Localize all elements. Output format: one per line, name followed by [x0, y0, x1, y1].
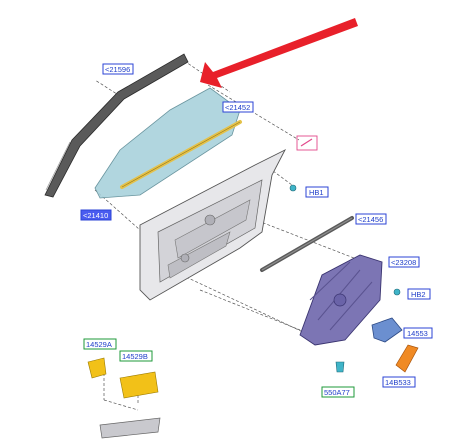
window-motor [371, 317, 403, 343]
window-frame-rail [44, 53, 189, 198]
hinge-block [395, 344, 419, 373]
label-14b533: 14B533 [382, 376, 416, 388]
label-21456: <21456 [355, 213, 387, 225]
svg-text:<21456: <21456 [358, 215, 383, 224]
svg-text:14529B: 14529B [122, 352, 148, 361]
label-14529b: 14529B [119, 350, 153, 362]
svg-text:<21596: <21596 [105, 65, 130, 74]
svg-text:14529A: 14529A [86, 340, 112, 349]
label-23208: <23208 [388, 256, 420, 268]
label-hb1: HB1 [305, 186, 329, 198]
label-21596: <21596 [102, 63, 134, 75]
svg-text:HB2: HB2 [411, 290, 426, 299]
label-14529a: 14529A [83, 338, 117, 350]
door-panel [139, 148, 287, 301]
label-14553: 14553 [403, 327, 433, 339]
svg-text:14B533: 14B533 [385, 378, 411, 387]
svg-text:<23208: <23208 [391, 258, 416, 267]
lower-bracket [99, 417, 161, 439]
label-550a77: 550A77 [321, 386, 355, 398]
label-21410: <21410 [80, 209, 112, 221]
window-regulator [299, 254, 383, 346]
label-21452: <21452 [222, 101, 254, 113]
svg-text:550A77: 550A77 [324, 388, 350, 397]
mount-brackets [87, 357, 159, 399]
svg-text:<21410: <21410 [83, 211, 108, 220]
svg-text:<21452: <21452 [225, 103, 250, 112]
svg-text:14553: 14553 [407, 329, 428, 338]
clip-parts [289, 184, 401, 373]
label-hb2: HB2 [407, 288, 431, 300]
glass-seal-strip [120, 120, 242, 189]
svg-text:HB1: HB1 [309, 188, 324, 197]
pointer-arrow [200, 18, 358, 88]
screw-icon [296, 135, 318, 151]
belt-weatherstrip [260, 216, 354, 272]
